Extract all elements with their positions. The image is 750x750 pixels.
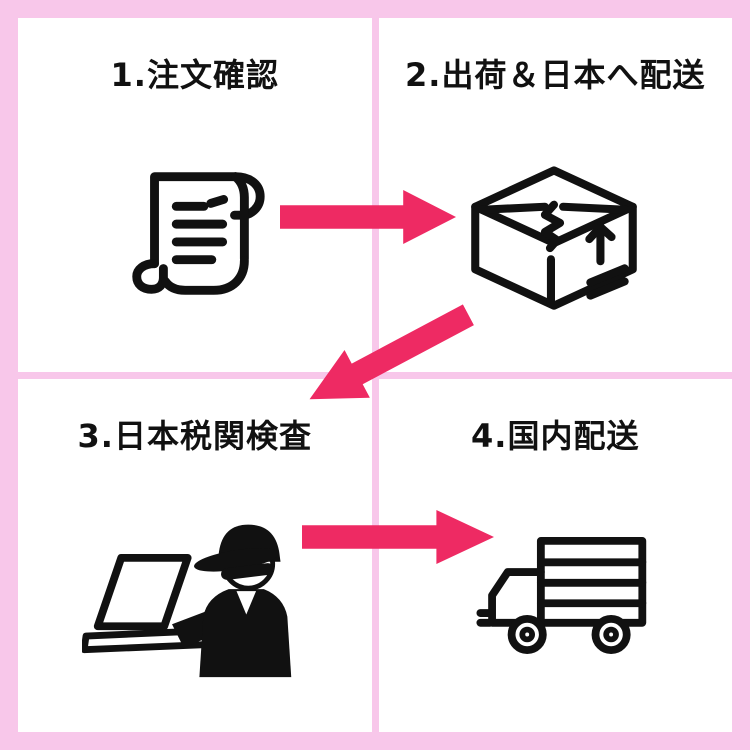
customs-officer-icon <box>18 457 372 733</box>
arrow-step3-to-step4 <box>302 510 494 564</box>
flow-grid: 1.注文確認 <box>18 18 732 732</box>
delivery-truck-icon <box>379 457 733 733</box>
step-panel-ship-to-japan: 2.出荷＆日本へ配送 <box>378 18 733 372</box>
step-title-3: 3.日本税関検査 <box>77 416 312 455</box>
shipping-box-icon <box>379 96 733 372</box>
step-title-4: 4.国内配送 <box>471 416 640 455</box>
step-title-1: 1.注文確認 <box>110 56 279 94</box>
step-panel-customs-inspection: 3.日本税関検査 <box>18 378 372 733</box>
step-title-2: 2.出荷＆日本へ配送 <box>405 56 706 94</box>
step-panel-order-confirmation: 1.注文確認 <box>18 18 372 372</box>
arrow-step1-to-step2 <box>280 190 456 244</box>
arrow-step2-to-step3 <box>309 304 474 400</box>
scroll-document-icon <box>18 96 372 372</box>
